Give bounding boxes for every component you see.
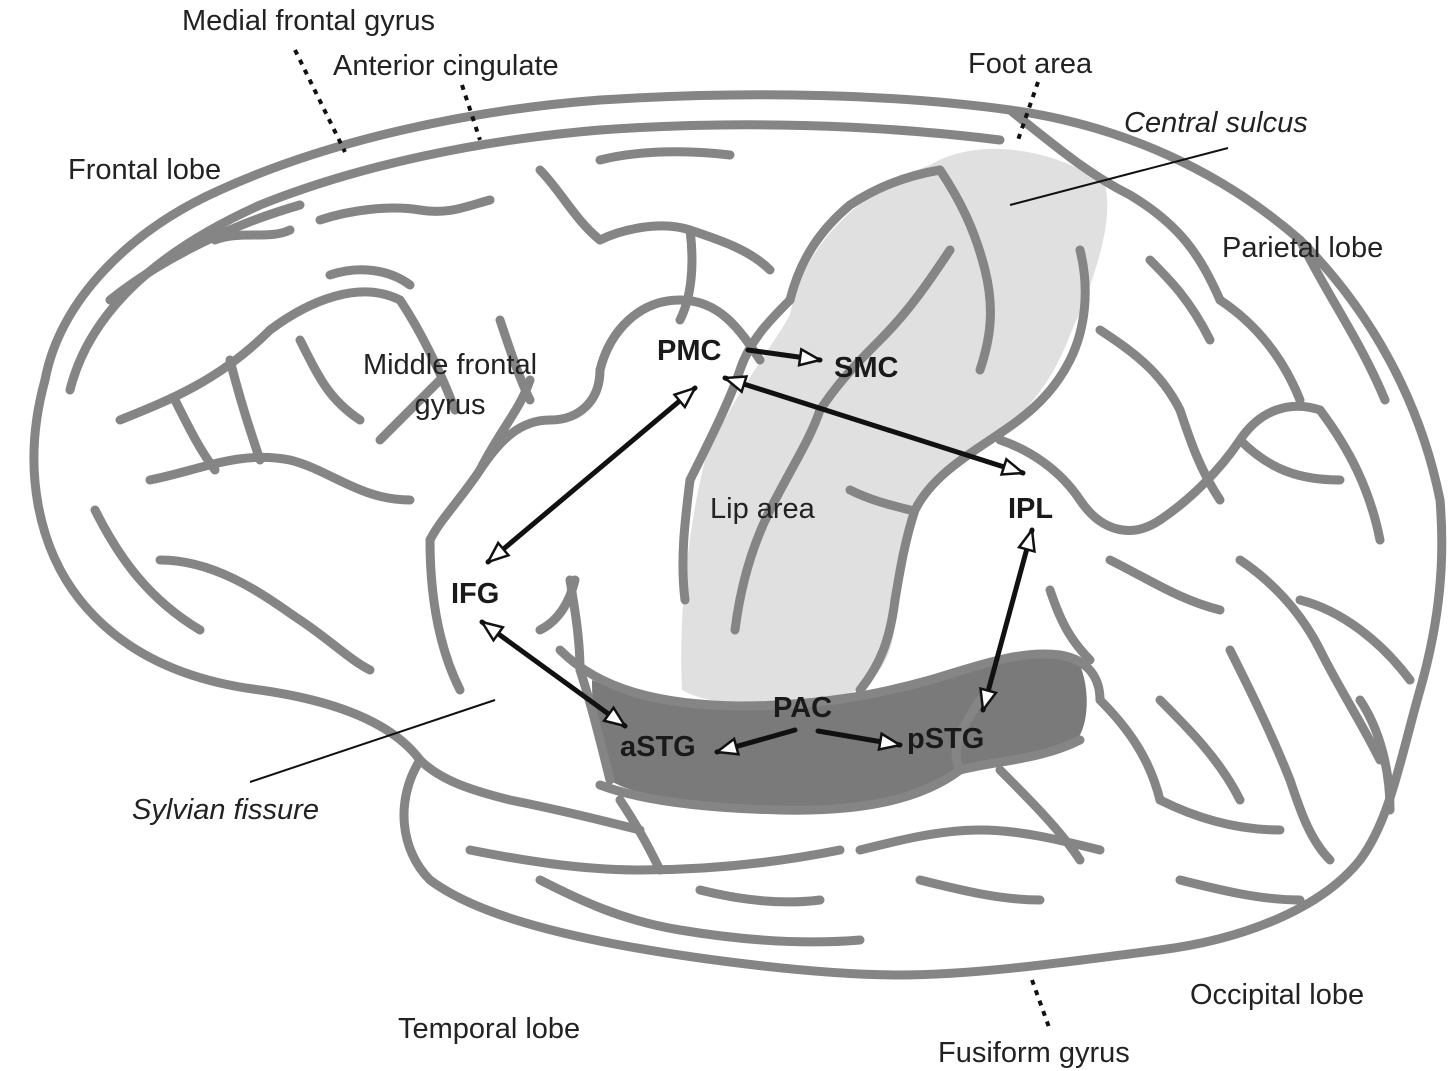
label-middle-frontal-gyrus-line2: gyrus — [415, 389, 486, 421]
label-middle-frontal-gyrus-line1: Middle frontal — [363, 349, 537, 381]
label-temporal-lobe: Temporal lobe — [398, 1013, 580, 1045]
arrow-pmc-ifg — [488, 385, 695, 565]
arrow-pmc-ipl — [725, 378, 1023, 473]
region-astg: aSTG — [620, 731, 696, 763]
label-sylvian-fissure: Sylvian fissure — [132, 794, 319, 826]
sylvian-fissure-leader — [249, 699, 496, 783]
region-pac: PAC — [773, 692, 832, 724]
arrow-ipl-pstg — [983, 530, 1032, 710]
region-pstg: pSTG — [907, 723, 984, 755]
label-medial-frontal-gyrus: Medial frontal gyrus — [182, 5, 435, 37]
region-ipl: IPL — [1008, 493, 1053, 525]
arrow-pac-to-astg — [717, 727, 798, 752]
region-pmc: PMC — [657, 335, 722, 367]
label-parietal-lobe: Parietal lobe — [1222, 232, 1383, 264]
label-fusiform-gyrus: Fusiform gyrus — [938, 1037, 1130, 1069]
arrow-ifg-astg — [482, 619, 625, 729]
label-anterior-cingulate: Anterior cingulate — [333, 50, 559, 82]
label-foot-area: Foot area — [968, 48, 1093, 80]
region-ifg: IFG — [451, 578, 499, 610]
fusiform-gyrus-leader — [1030, 979, 1052, 1031]
label-lip-area: Lip area — [710, 493, 816, 525]
label-central-sulcus: Central sulcus — [1124, 107, 1308, 139]
region-smc: SMC — [834, 352, 899, 384]
arrow-pmc-to-smc — [745, 350, 820, 360]
medial-frontal-gyrus-leader — [293, 49, 347, 153]
central-sulcus-leader — [1009, 147, 1229, 206]
label-occipital-lobe: Occipital lobe — [1190, 979, 1364, 1011]
anterior-cingulate-leader — [460, 84, 482, 141]
arrow-pac-to-pstg — [815, 728, 900, 745]
label-frontal-lobe: Frontal lobe — [68, 154, 221, 186]
